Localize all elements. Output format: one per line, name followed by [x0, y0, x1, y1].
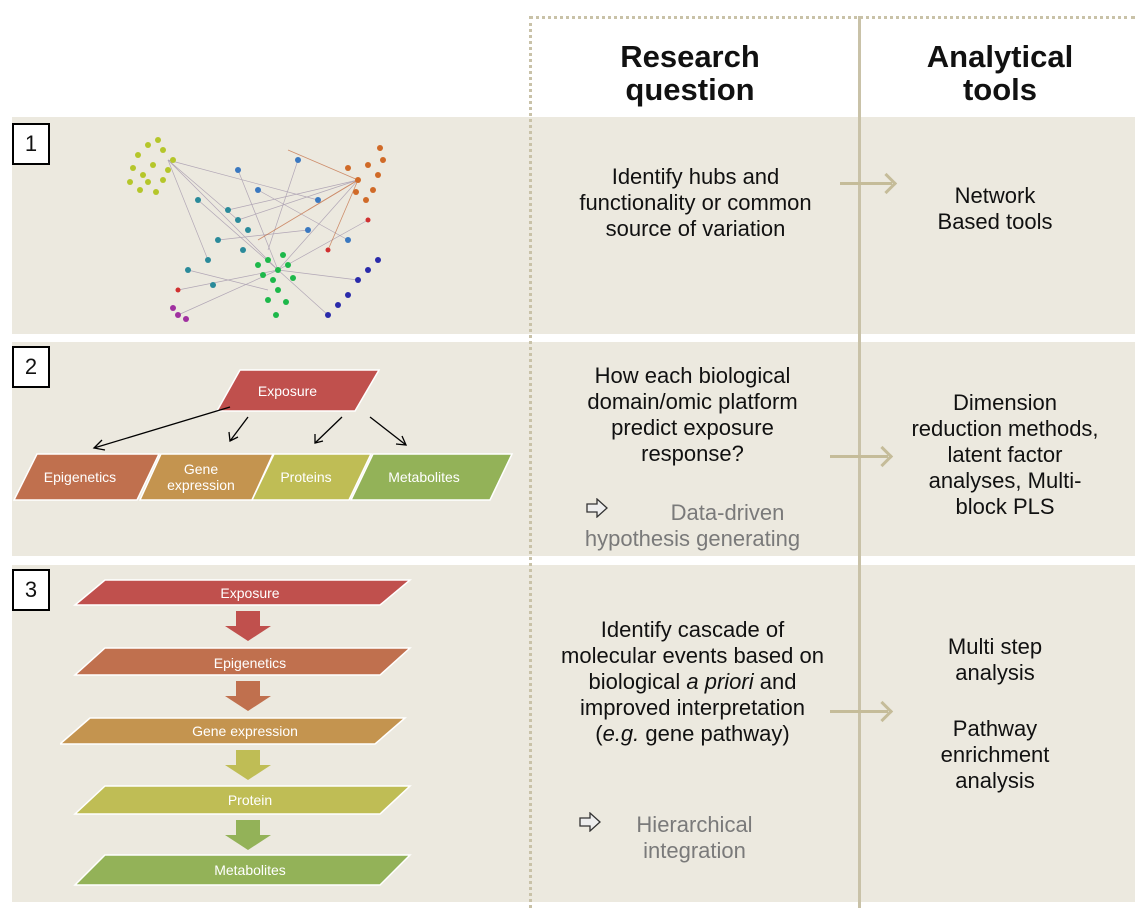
- row-3-question-eg: e.g.: [602, 721, 640, 746]
- dotted-column-divider: [529, 16, 532, 908]
- row-3-approach: Hierarchical integration: [636, 812, 753, 863]
- row-3-arrow: [830, 710, 888, 713]
- row-2-band: [12, 342, 1135, 556]
- header-analytical-tools: Analytical tools: [926, 39, 1074, 107]
- row-3-question-part-a: Identify cascade of molecular events bas…: [561, 617, 824, 694]
- row-3-tool-pathway: Pathway enrichment analysis: [940, 716, 1050, 793]
- outline-arrow-icon: [579, 812, 601, 832]
- row-2-diagram: [12, 369, 514, 501]
- row-3-cascade-epigenetics: Epigenetics: [213, 654, 287, 671]
- row-1-research-question: Identify hubs and functionality or commo…: [579, 164, 812, 241]
- header-research-question: Research question: [620, 39, 760, 107]
- row-number-2: 2: [12, 346, 50, 388]
- row-3-question-part-b: and improved interpretation (: [579, 669, 805, 746]
- row-3-cascade-diagram: [60, 579, 413, 886]
- solid-column-divider: [858, 16, 861, 908]
- row-1-band: [12, 117, 1135, 334]
- exposure-box: [215, 369, 381, 412]
- outline-arrow-icon: [586, 498, 608, 518]
- row-3-cascade-gene-expression: Gene expression: [192, 723, 298, 739]
- row-2-approach: Data-driven hypothesis generating: [584, 500, 801, 551]
- row-3-question-part-c: gene pathway): [645, 721, 790, 746]
- row-3-cascade-exposure: Exposure: [220, 584, 280, 601]
- row-2-box-epigenetics: Epigenetics: [43, 469, 117, 485]
- row-3-cascade-metabolites: Metabolites: [214, 862, 286, 878]
- row-3-research-question: Identify cascade of molecular events bas…: [560, 617, 825, 747]
- row-3-cascade-protein: Protein: [227, 792, 273, 808]
- row-2-arrow: [830, 455, 888, 458]
- row-1-analytical-tool: Network Based tools: [937, 183, 1053, 234]
- row-number-1: 1: [12, 123, 50, 165]
- top-dotted-border: [529, 16, 1135, 19]
- row-2-analytical-tool: Dimension reduction methods, latent fact…: [911, 390, 1099, 519]
- row-1-arrow: [840, 182, 892, 185]
- row-3-question-italic: a priori: [686, 669, 754, 694]
- row-2-box-proteins: Proteins: [280, 469, 332, 485]
- row-3-tool-multi-step: Multi step analysis: [947, 634, 1043, 685]
- row-2-box-metabolites: Metabolites: [388, 469, 460, 485]
- row-2-exposure-label: Exposure: [257, 383, 318, 399]
- network-graph-image: [127, 137, 386, 322]
- row-number-3: 3: [12, 569, 50, 611]
- row-2-box-gene-expression: Gene expression: [167, 461, 235, 493]
- row-2-research-question: How each biological domain/omic platform…: [587, 363, 798, 466]
